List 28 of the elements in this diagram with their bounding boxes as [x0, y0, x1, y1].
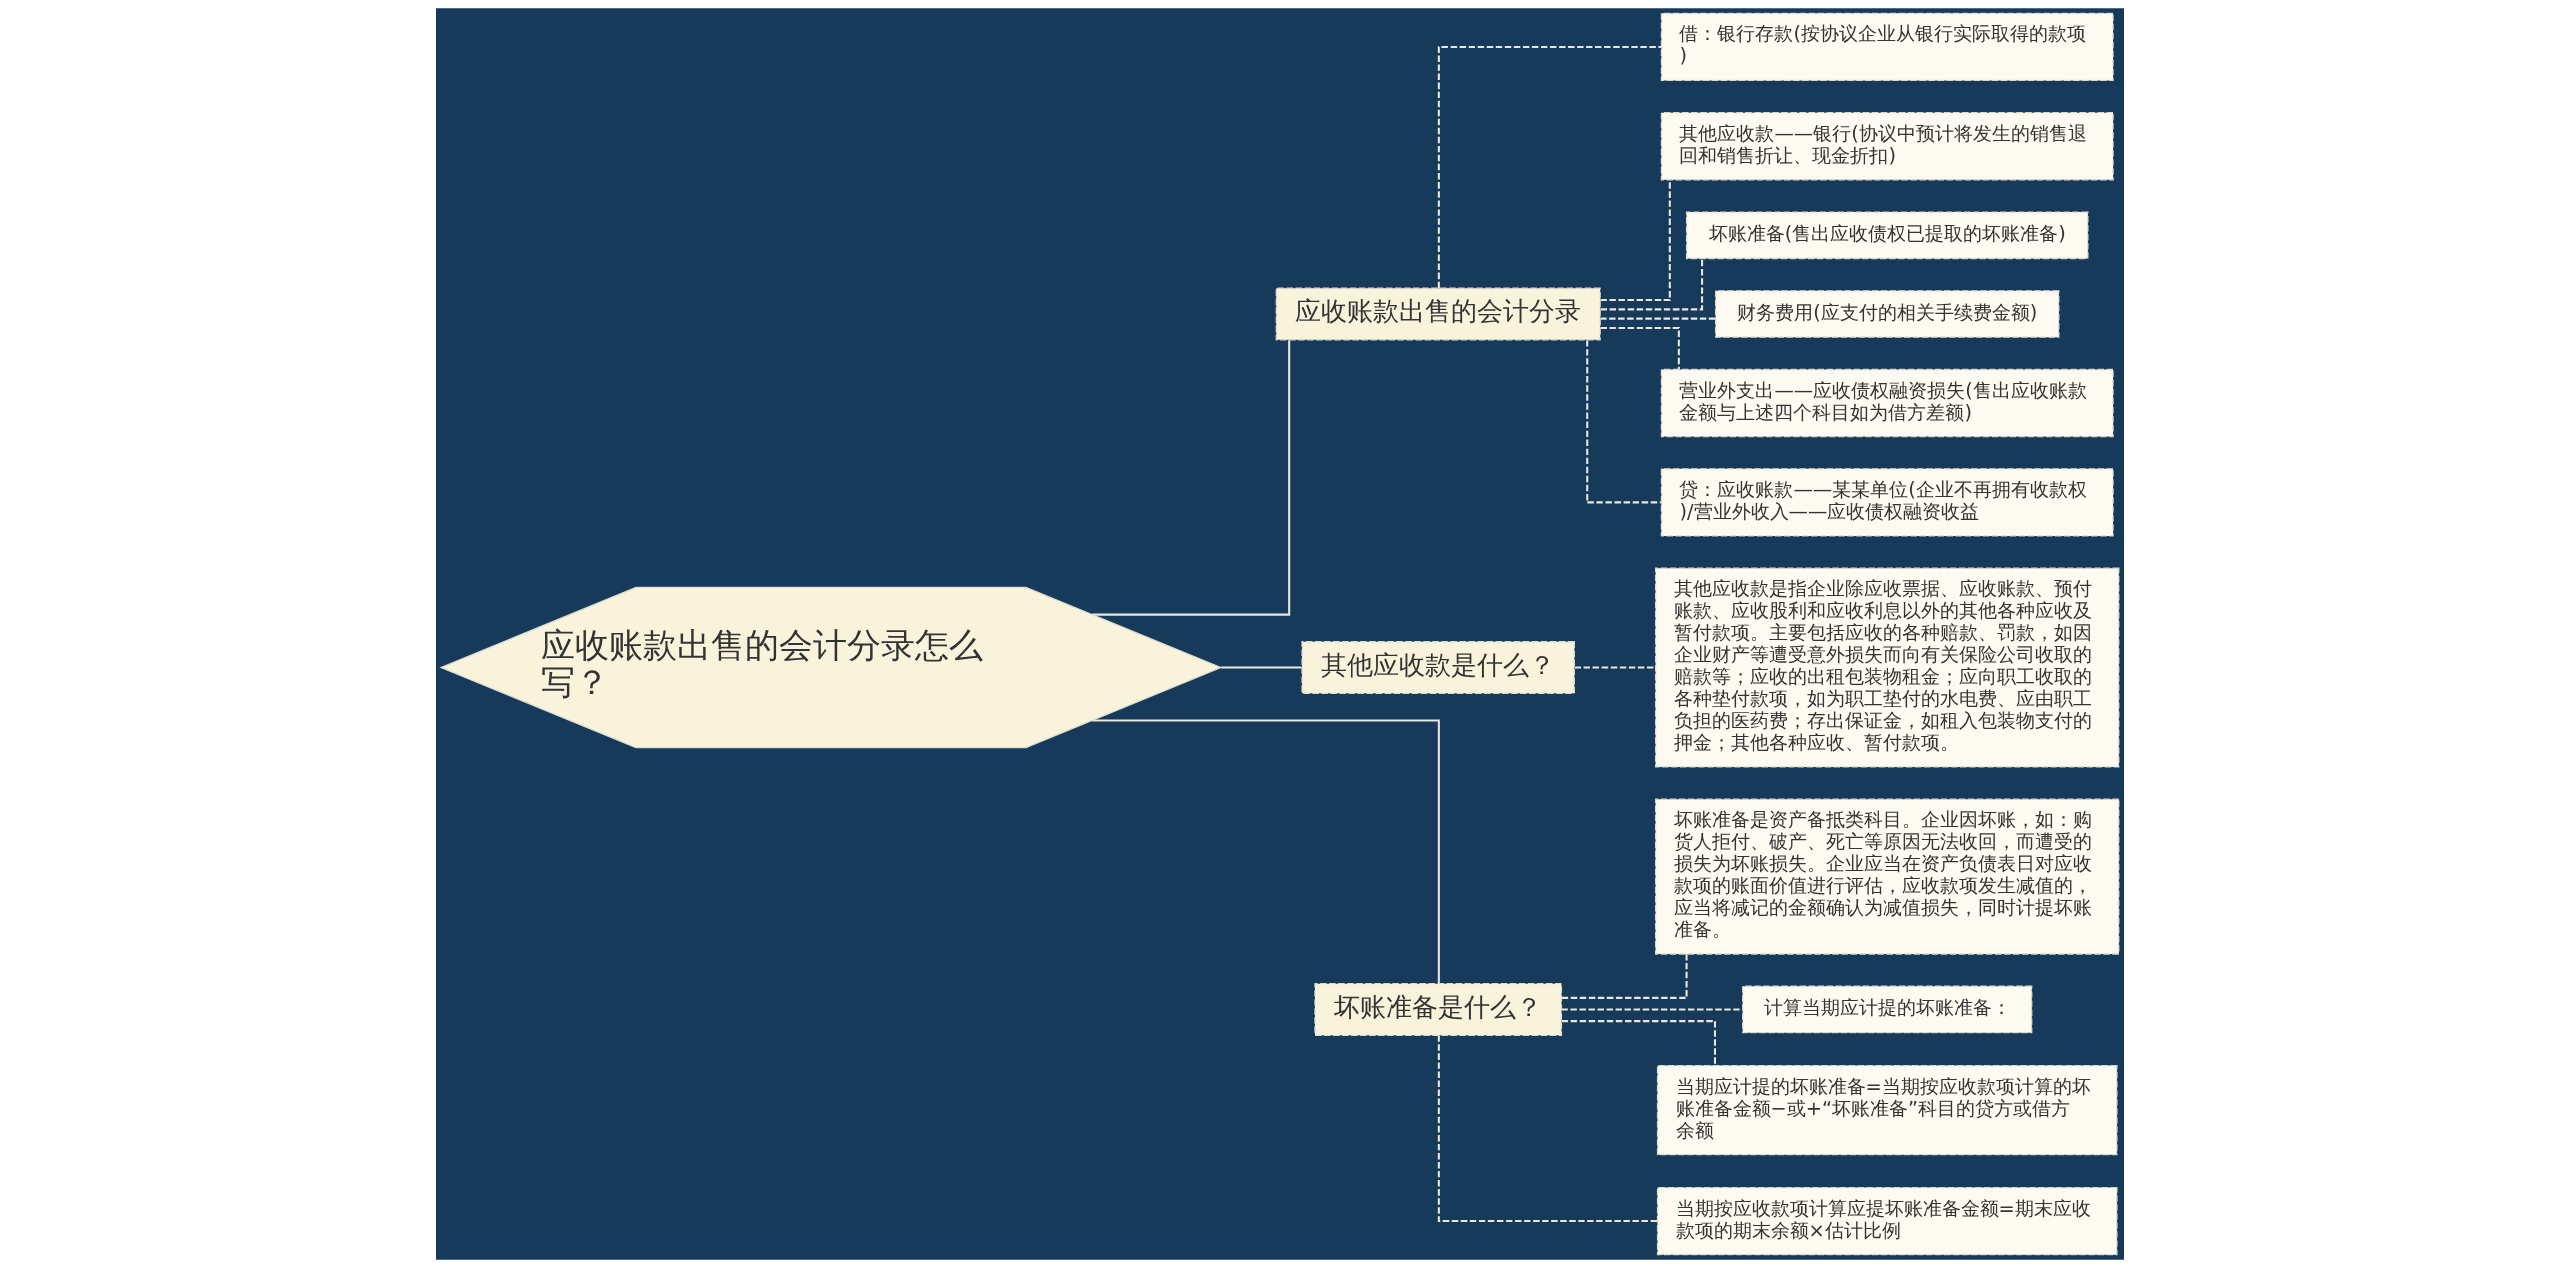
node-box: 其他应收款是什么？ [1301, 641, 1575, 694]
node-box: 坏账准备(售出应收债权已提取的坏账准备) [1685, 211, 2089, 260]
connector [1600, 317, 1716, 320]
node-box: 当期应计提的坏账准备=当期按应收款项计算的坏账准备金额−或+“坏账准备”科目的贷方或借方余额 [1656, 1064, 2118, 1156]
connector [1437, 1035, 1658, 1223]
node-box: 贷：应收账款——某某单位(企业不再拥有收款权)/营业外收入——应收债权融资收益 [1660, 468, 2114, 537]
connector [1600, 180, 1671, 302]
connector [1092, 719, 1440, 984]
connector [1586, 340, 1662, 504]
connector [1092, 340, 1291, 616]
connector [1561, 1008, 1743, 1011]
node-box: 其他应收款是指企业除应收票据、应收账款、预付账款、应收股利和应收利息以外的其他各种应收及暂付款项。主要包括应收的各种赔款、罚款，如因企业财产等遭受意外损失而向有关保险公司收取的赔款等；应收的出租包装物租金；应向职工收取的各种垫付款项，如为职工垫付的水电费、应由职工负担的医药费；存出保证金，如租入包装物支付的押金；其他各种应收、暂付款项。 [1654, 567, 2120, 768]
node-box: 借：银行存款(按协议企业从银行实际取得的款项) [1660, 12, 2114, 82]
node-box: 坏账准备是资产备抵类科目。企业因坏账，如：购货人拒付、破产、死亡等原因无法收回，而遭受的损失为坏账损失。企业应当在资产负债表日对应收款项的账面价值进行评估，应收款项发生减值的，应当将减记的金额确认为减值损失，同时计提坏账准备。 [1654, 798, 2120, 955]
node-box: 当期按应收款项计算应提坏账准备金额=期末应收款项的期末余额×估计比例 [1656, 1186, 2118, 1256]
node-box: 营业外支出——应收债权融资损失(售出应收账款金额与上述四个科目如为借方差额) [1660, 368, 2114, 438]
connector [1600, 258, 1704, 311]
connector [1221, 666, 1302, 669]
connector [1574, 666, 1656, 669]
node-box: 财务费用(应支付的相关手续费金额) [1714, 290, 2060, 338]
connector [1437, 45, 1662, 288]
connector [1561, 954, 1688, 999]
node-box: 应收账款出售的会计分录 [1275, 287, 1601, 341]
node-box: 计算当期应计提的坏账准备： [1742, 985, 2033, 1034]
node-box: 其他应收款——银行(协议中预计将发生的销售退回和销售折让、现金折扣) [1660, 112, 2114, 181]
connector [1561, 1020, 1716, 1066]
connector [1600, 326, 1680, 370]
node-box: 坏账准备是什么？ [1314, 983, 1563, 1036]
